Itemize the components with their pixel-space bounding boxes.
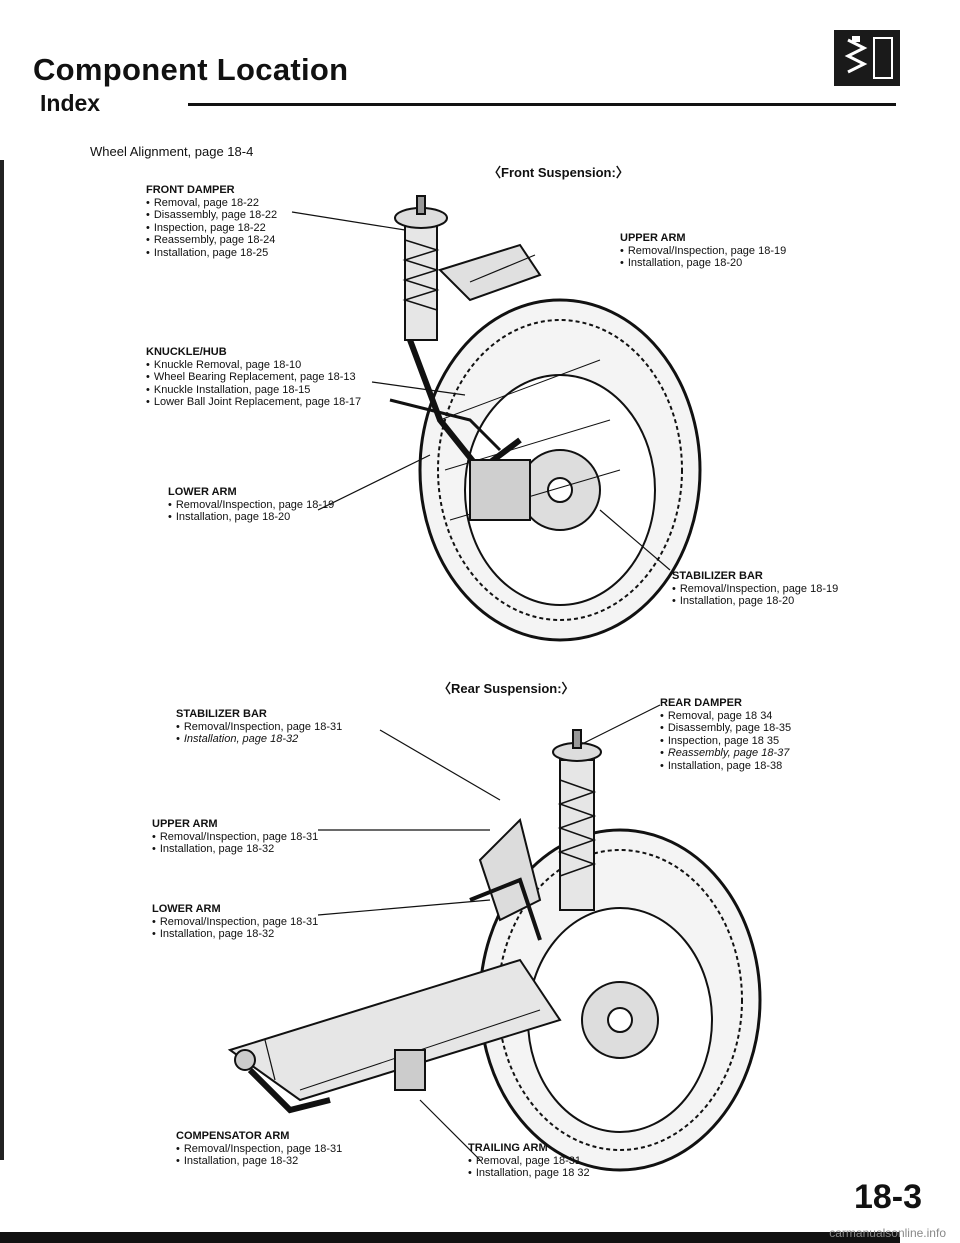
callout-item: Lower Ball Joint Replacement, page 18-17 [146,396,396,409]
callout-item: Knuckle Removal, page 18-10 [146,359,396,372]
suspension-icon [834,30,900,86]
knuckle-hub-callout: KNUCKLE/HUB Knuckle Removal, page 18-10 … [146,346,396,409]
rear-stabilizer-bar-callout: STABILIZER BAR Removal/Inspection, page … [176,708,376,746]
callout-item: Removal/Inspection, page 18-31 [152,916,352,929]
rear-damper-callout: REAR DAMPER Removal, page 18 34 Disassem… [660,697,880,772]
page-title: Component Location [33,52,349,87]
rear-suspension-heading: 〈Rear Suspension:〉 [438,681,575,696]
binding-edge [0,160,4,1160]
front-damper-callout: FRONT DAMPER Removal, page 18-22 Disasse… [146,184,386,259]
callout-title: STABILIZER BAR [176,708,267,720]
callout-item: Inspection, page 18-22 [146,222,386,235]
callout-title: UPPER ARM [152,818,218,830]
rear-lower-arm-callout: LOWER ARM Removal/Inspection, page 18-31… [152,903,352,941]
callout-item: Installation, page 18-20 [620,257,860,270]
callout-title: LOWER ARM [152,903,221,915]
callout-item: Installation, page 18-25 [146,247,386,260]
front-stabilizer-bar-callout: STABILIZER BAR Removal/Inspection, page … [672,570,892,608]
callout-item: Installation, page 18-32 [152,928,352,941]
callout-item: Removal/Inspection, page 18-31 [176,721,376,734]
callout-item: Removal, page 18-31 [468,1155,668,1168]
callout-title: REAR DAMPER [660,697,742,709]
callout-title: FRONT DAMPER [146,184,235,196]
callout-item: Knuckle Installation, page 18-15 [146,384,396,397]
callout-title: COMPENSATOR ARM [176,1130,290,1142]
watermark: carmanualsonline.info [829,1226,946,1240]
callout-item: Removal/Inspection, page 18-31 [176,1143,376,1156]
front-upper-arm-callout: UPPER ARM Removal/Inspection, page 18-19… [620,232,860,270]
callout-item: Installation, page 18-38 [660,760,880,773]
wheel-alignment-ref: Wheel Alignment, page 18-4 [90,144,254,159]
callout-item: Disassembly, page 18-22 [146,209,386,222]
callout-title: KNUCKLE/HUB [146,346,227,358]
front-suspension-heading: 〈Front Suspension:〉 [488,165,629,180]
callout-title: STABILIZER BAR [672,570,763,582]
page-number: 18-3 [853,1178,922,1216]
header-rule [188,103,896,106]
callout-item: Installation, page 18-32 [176,733,376,746]
rear-upper-arm-callout: UPPER ARM Removal/Inspection, page 18-31… [152,818,352,856]
callout-item: Disassembly, page 18-35 [660,722,880,735]
callout-item: Reassembly, page 18-24 [146,234,386,247]
callout-item: Removal/Inspection, page 18-31 [152,831,352,844]
callout-item: Removal/Inspection, page 18-19 [168,499,368,512]
callout-title: LOWER ARM [168,486,237,498]
callout-item: Removal/Inspection, page 18-19 [672,583,892,596]
front-suspension-illustration [389,195,702,642]
callout-item: Removal/Inspection, page 18-19 [620,245,860,258]
trailing-arm-callout: TRAILING ARM Removal, page 18-31 Install… [468,1142,668,1180]
callout-item: Installation, page 18-20 [672,595,892,608]
callout-item: Removal, page 18 34 [660,710,880,723]
callout-item: Installation, page 18-32 [152,843,352,856]
footer-bar [0,1232,900,1243]
callout-item: Removal, page 18-22 [146,197,386,210]
rear-suspension-illustration [227,729,762,1172]
callout-title: TRAILING ARM [468,1142,548,1154]
callout-item: Inspection, page 18 35 [660,735,880,748]
section-subtitle: Index [40,90,101,116]
callout-item: Reassembly, page 18-37 [660,747,880,760]
callout-item: Wheel Bearing Replacement, page 18-13 [146,371,396,384]
compensator-arm-callout: COMPENSATOR ARM Removal/Inspection, page… [176,1130,376,1168]
front-lower-arm-callout: LOWER ARM Removal/Inspection, page 18-19… [168,486,368,524]
callout-item: Installation, page 18-32 [176,1155,376,1168]
callout-item: Installation, page 18 32 [468,1167,668,1180]
callout-item: Installation, page 18-20 [168,511,368,524]
callout-title: UPPER ARM [620,232,686,244]
